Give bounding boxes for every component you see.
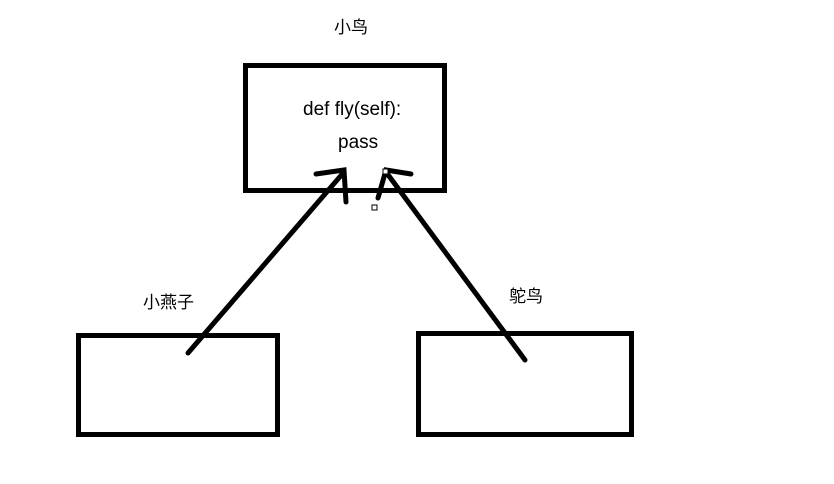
selection-handle <box>382 168 389 175</box>
inheritance-arrow-left <box>185 167 349 356</box>
child-class-title-left: 小燕子 <box>143 293 194 313</box>
child-class-title-right: 鸵鸟 <box>509 287 543 307</box>
method-definition-line: def fly(self): <box>303 99 402 120</box>
selection-handle <box>371 204 378 211</box>
method-body-line: pass <box>338 132 379 153</box>
parent-class-title: 小鸟 <box>334 18 368 38</box>
child-class-box-right <box>416 331 634 437</box>
child-class-box-left <box>76 333 280 437</box>
